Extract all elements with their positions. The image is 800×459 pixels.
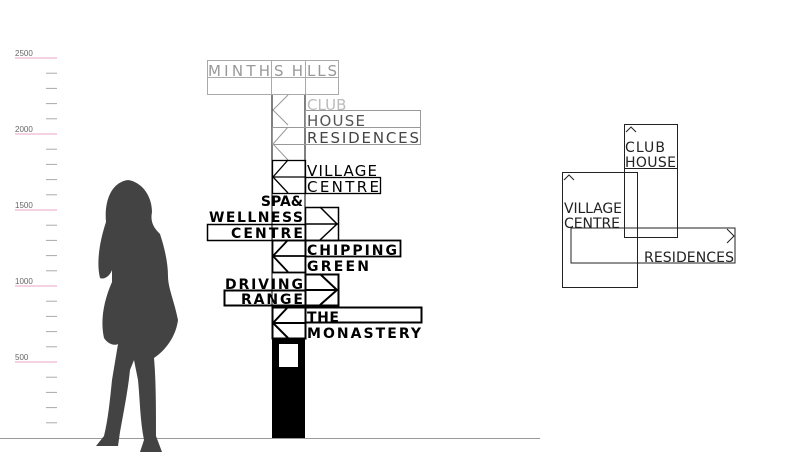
sign-residences: RESIDENCES [307,129,419,147]
post-window [279,344,298,367]
sign-monastery-line2: MONASTERY [307,326,422,342]
sign-village-line1: VILLAGE [307,162,377,180]
sign-spa-line1: SPA& [261,194,303,210]
wall-sign-village-panel [562,172,638,288]
wall-club-line2: HOUSE [625,155,676,171]
header-text-1: MINTH [208,62,270,80]
wall-sign-club-panel [624,124,678,238]
scale-label-2500: 2500 [15,49,33,58]
scale-label-2000: 2000 [15,125,33,134]
sign-club-line1: CLUB [307,96,346,114]
arrow-left-icon [272,94,289,126]
wall-sign-residences-panel [570,227,736,264]
header-text-2: S H [274,62,303,80]
arrow-right-icon [319,273,339,306]
scale-label-500: 500 [15,353,29,362]
header-sign [207,60,339,95]
arrow-left-icon [271,239,289,273]
wall-club-line1: CLUB [625,140,665,156]
sign-chipping-line2: GREEN [307,259,369,275]
wall-village-line1: VILLAGE [564,201,622,217]
scale-label-1500: 1500 [15,201,33,210]
sign-monastery-line1: THE [307,310,339,326]
arrow-right-icon [319,206,339,241]
sign-chipping-line1: CHIPPING [307,243,397,259]
sign-driving-line1: DRIVING [225,277,303,293]
arrow-right-icon [726,228,735,244]
height-scale [15,57,57,424]
sign-driving-line2: RANGE [241,292,303,308]
sign-spa-line2: WELLNESS [209,210,303,226]
arrow-left-icon [271,306,289,339]
scale-label-1000: 1000 [15,277,33,286]
signpost: MINTH S H LLS CLUB HOUSE RESIDENCES VILL… [206,60,423,438]
arrow-left-icon [272,126,289,161]
wall-village-line2: CENTRE [564,216,620,232]
arrow-up-icon [563,174,575,181]
woman-silhouette [96,180,178,452]
header-text-3: LLS [307,62,337,80]
wall-sign [562,124,736,288]
arrow-left-icon [272,159,289,194]
arrow-up-icon [625,126,637,133]
sign-club-line2: HOUSE [307,112,365,130]
wall-residences: RESIDENCES [644,250,734,266]
